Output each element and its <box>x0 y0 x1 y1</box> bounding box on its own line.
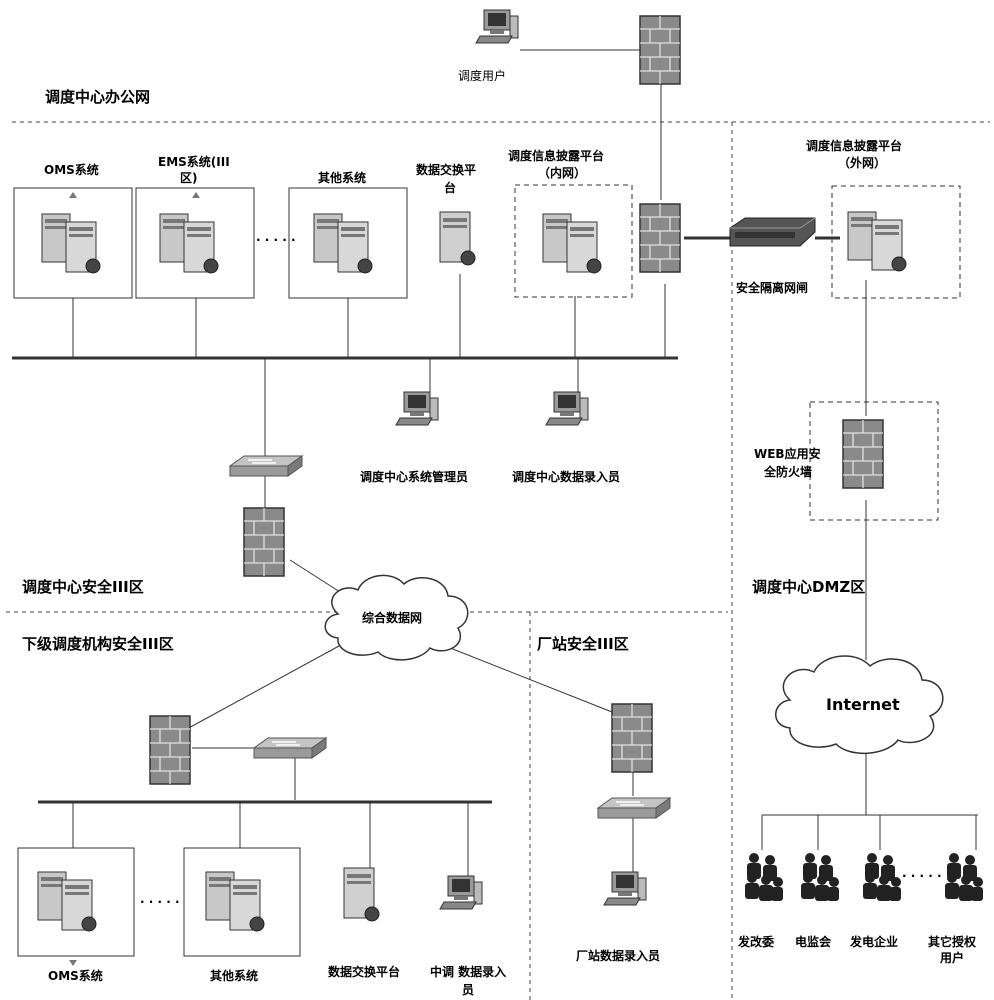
dots-top: · · · · · <box>256 233 296 247</box>
oms-lower-box <box>17 847 135 957</box>
firewall-icon <box>243 507 285 577</box>
server-icon <box>41 213 101 274</box>
firewall-icon <box>842 419 884 489</box>
mid-entry-label-1: 中调 数据录入 <box>430 964 506 979</box>
oms-system-box <box>13 187 133 299</box>
plant-entry-label: 厂站数据录入员 <box>576 948 660 963</box>
disclosure-outer-label-1: 调度信息披露平台 <box>806 138 902 153</box>
user-other-label-1: 其它授权 <box>928 934 977 949</box>
dispatch-user-label: 调度用户 <box>458 68 506 83</box>
web-firewall-box <box>809 401 939 521</box>
users-group-icon <box>863 853 901 901</box>
data-entry-label: 调度中心数据录入员 <box>512 469 620 484</box>
disclosure-inner-box <box>514 184 633 298</box>
computer-icon <box>545 391 589 426</box>
firewall-icon <box>639 15 681 85</box>
disclosure-outer-label-2: （外网） <box>838 155 886 170</box>
oms-bottom-label: OMS系统 <box>48 968 103 983</box>
zone-plant-sec3: 厂站安全III区 <box>537 635 629 653</box>
firewall-icon <box>639 203 681 273</box>
computer-icon <box>395 391 439 426</box>
user-regulator-label: 电监会 <box>795 934 832 949</box>
switch-icon <box>253 737 327 759</box>
server-icon <box>439 211 476 266</box>
server-icon <box>313 213 373 274</box>
user-other-label-2: 用户 <box>939 950 964 965</box>
firewall-icon <box>149 715 191 785</box>
server-icon <box>205 871 265 932</box>
server-icon <box>343 867 380 922</box>
exchange-bottom-label: 数据交换平台 <box>328 964 400 979</box>
server-icon <box>37 871 97 932</box>
users-group-icon <box>745 853 783 901</box>
firewall-icon <box>611 703 653 773</box>
sys-admin-label: 调度中心系统管理员 <box>360 469 468 484</box>
dots-bottom: · · · · · <box>140 895 180 909</box>
server-icon <box>159 213 219 274</box>
exchange-top-label-1: 数据交换平 <box>416 162 476 177</box>
user-ndrc-label: 发改委 <box>737 934 775 949</box>
ems-system-box <box>135 187 255 299</box>
isolation-device-icon <box>729 217 816 247</box>
switch-icon <box>597 797 671 819</box>
exchange-top-label-2: 台 <box>444 180 456 195</box>
mid-entry-label-2: 员 <box>462 983 474 997</box>
disclosure-inner-label-1: 调度信息披露平台 <box>508 148 604 163</box>
web-fw-label-2: 全防火墙 <box>763 464 812 479</box>
users-group-icon <box>945 853 983 901</box>
other-top-label: 其他系统 <box>318 170 366 185</box>
disclosure-outer-box <box>831 185 961 299</box>
ems-label-line2: 区) <box>180 171 198 185</box>
other-system-box <box>288 187 408 299</box>
zone-dmz: 调度中心DMZ区 <box>752 578 865 596</box>
users-group-icon <box>801 853 839 901</box>
internet-label: Internet <box>826 695 900 714</box>
user-gen-label: 发电企业 <box>849 934 898 949</box>
cloud-icon <box>775 655 944 755</box>
oms-top-label: OMS系统 <box>44 162 99 177</box>
web-fw-label-1: WEB应用安 <box>754 446 821 461</box>
other-lower-box <box>183 847 301 957</box>
server-icon <box>542 213 602 274</box>
computer-icon <box>439 875 483 910</box>
ems-label-line1: EMS系统(III <box>158 154 230 169</box>
disclosure-inner-label-2: （内网） <box>538 165 586 180</box>
zone-center-sec3: 调度中心安全III区 <box>22 578 144 596</box>
zone-office-net: 调度中心办公网 <box>45 88 150 106</box>
computer-icon <box>603 871 647 906</box>
integrated-net-label: 综合数据网 <box>362 610 422 625</box>
computer-icon <box>475 9 519 44</box>
isolation-label: 安全隔离网闸 <box>736 280 808 295</box>
cloud-icon <box>324 574 469 661</box>
zone-lower-sec3: 下级调度机构安全III区 <box>22 635 174 653</box>
other-bottom-label: 其他系统 <box>210 968 258 983</box>
dots-users: · · · · · <box>902 869 942 883</box>
switch-icon <box>229 455 303 477</box>
server-icon <box>847 211 907 272</box>
